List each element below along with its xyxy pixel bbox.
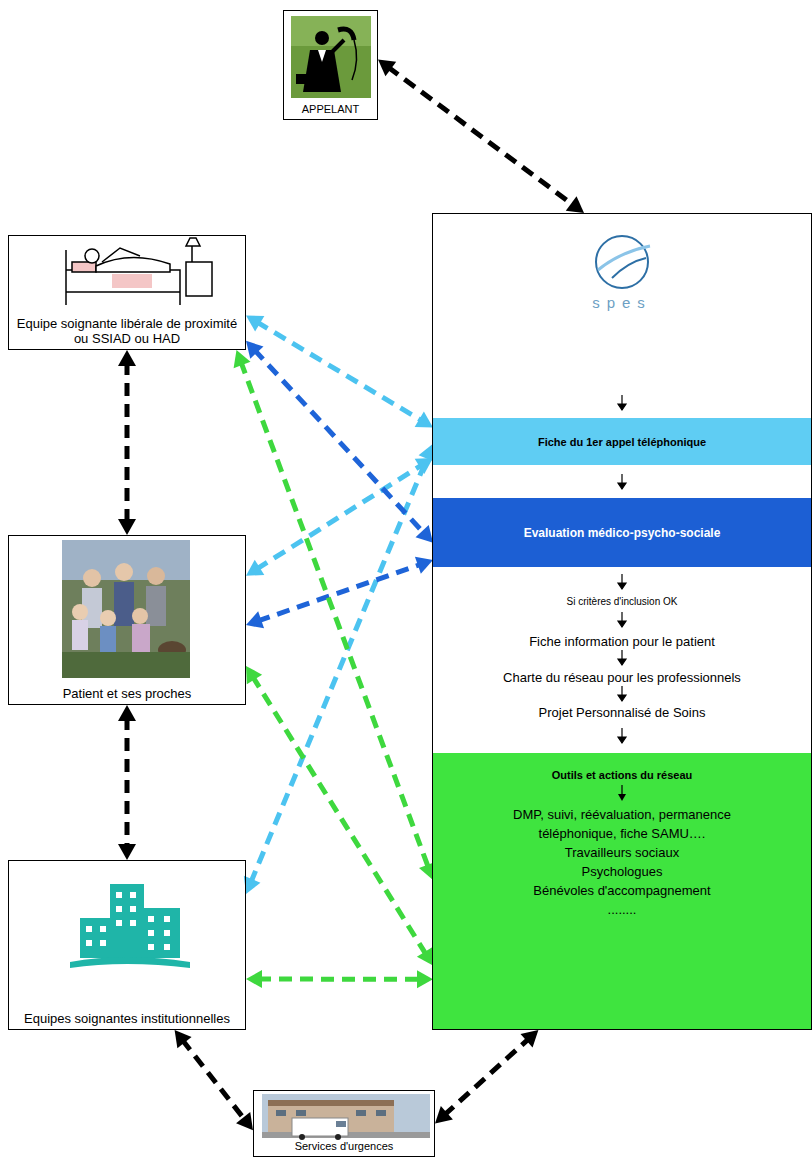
arrow-head [417,947,433,965]
node-title: APPELANT [302,103,359,116]
arrow-head [246,316,264,332]
arrow-head [246,970,262,988]
bed-icon [66,238,212,305]
arrow-head [246,666,262,684]
dashed-connector [435,1030,538,1124]
dashed-connector [246,666,433,966]
node-title: Services d'urgences [295,1140,394,1153]
flow-step: Si critères d'inclusion OK [433,596,811,608]
connector-line [241,361,429,868]
connector-line [251,455,429,883]
emergency-photo [262,1094,430,1140]
arrow-head [378,60,396,77]
connector-line [258,977,421,982]
arrow-head [417,970,433,988]
node-body: Bénévoles d'accompagnement [533,881,710,900]
connector-line [182,1039,246,1120]
node-title: Outils et actions du réseau [552,769,693,781]
dashed-connector [175,1030,253,1130]
arrow-head [118,519,136,535]
dashed-connector [378,60,584,214]
tools-band: Outils et actions du réseauDMP, suivi, r… [433,753,811,1029]
patient-box: Patient et ses proches [8,535,246,705]
dashed-connector [246,970,433,988]
evaluation-band: Evaluation médico-psycho-sociale [433,498,811,567]
node-title: Evaluation médico-psycho-sociale [524,526,721,540]
node-body: Travailleurs sociaux [565,843,679,862]
arrow-head [415,557,433,574]
arrow-head [566,196,584,213]
flow-step: Fiche information pour le patient [433,634,811,649]
node-title: Equipe soignante libérale de proximité o… [13,316,241,346]
flow-arrow-head [618,794,626,801]
flow-step: Charte du réseau pour les professionnels [433,670,811,685]
care-team-box: Equipe soignante libérale de proximité o… [8,235,246,350]
dashed-connector [234,350,436,880]
arrow-head [246,611,264,628]
dashed-connector [246,341,433,543]
first-call-band: Fiche du 1er appel téléphonique [433,418,811,465]
network-box: spesFiche du 1er appel téléphoniqueEvalu… [432,213,812,1030]
connector-line [256,464,423,569]
arrow-head [118,844,136,860]
node-body: DMP, suivi, réévaluation, permanence tél… [477,805,767,843]
spes-logo [596,236,650,288]
node-title: Fiche du 1er appel téléphonique [538,436,706,448]
node-body: ........ [608,900,637,919]
node-title: spes [592,294,652,311]
node-body: Psychologues [582,862,663,881]
family-photo [62,540,190,678]
arrow-head [236,1112,253,1130]
emergency-box: Services d'urgences [253,1090,435,1157]
arrow-head [520,1030,538,1047]
arrow-head [234,350,251,368]
arrow-head [246,341,263,359]
node-title: Patient et ses proches [63,686,192,701]
arrow-head [246,560,264,576]
dashed-connector [118,350,136,535]
connector-line [257,564,421,621]
connector-line [388,67,575,206]
caller-box: APPELANT [283,10,378,120]
flow-arrow-line [621,785,622,795]
arrow-head [175,1030,192,1048]
dashed-connector [118,705,136,860]
flow-arrow [617,784,627,802]
institution-box: Equipes soignantes institutionnelles [8,860,246,1030]
hospital-icon [70,884,190,968]
dashed-connector [246,458,433,576]
arrow-head [415,411,433,427]
connector-line [254,350,425,534]
arrow-head [416,525,433,543]
arrow-head [435,1106,453,1123]
flow-step: Projet Personnalisé de Soins [433,705,811,720]
node-title: Equipes soignantes institutionnelles [24,1011,230,1026]
arrow-head [118,705,136,721]
caller-icon [291,16,371,98]
connector-line [125,717,130,848]
connector-line [256,322,422,422]
arrow-head [118,350,136,366]
connector-line [125,362,130,523]
connector-line [444,1038,530,1115]
arrow-head [244,876,261,894]
dashed-connector [246,557,433,628]
connector-line [252,676,426,955]
